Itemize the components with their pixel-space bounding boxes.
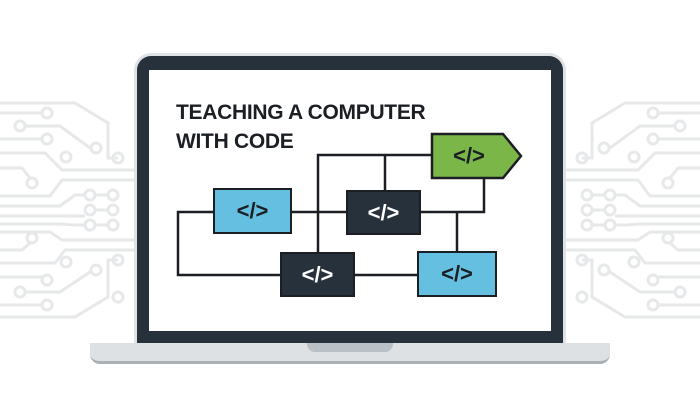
code-icon: </> xyxy=(236,198,269,223)
code-icon: </> xyxy=(453,143,485,168)
code-icon: </> xyxy=(441,261,473,286)
code-icon: </> xyxy=(367,199,400,225)
laptop-base xyxy=(90,343,610,364)
code-icon: </> xyxy=(301,261,334,287)
page-title: TEACHING A COMPUTER WITH CODE xyxy=(176,98,426,156)
title-line-1: TEACHING A COMPUTER xyxy=(176,101,426,124)
green-node-shape xyxy=(430,132,523,180)
code-node-dark-middle: </> xyxy=(346,190,421,235)
code-node-green: </> xyxy=(431,133,523,179)
laptop-notch xyxy=(307,343,393,352)
code-node-blue-left: </> xyxy=(213,188,292,234)
code-node-blue-right: </> xyxy=(417,251,497,297)
code-node-dark-bottom: </> xyxy=(280,252,355,297)
title-line-2: WITH CODE xyxy=(176,130,294,153)
